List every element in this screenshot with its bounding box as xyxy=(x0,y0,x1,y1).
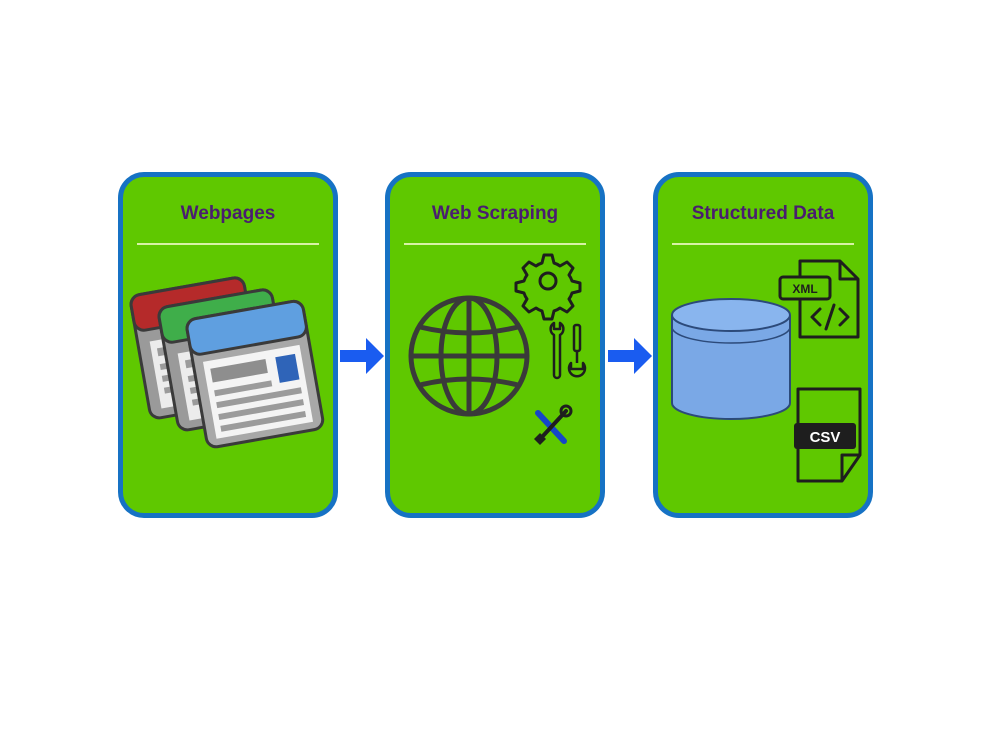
panel-title-structured-data: Structured Data xyxy=(691,203,835,224)
gear-icon xyxy=(514,253,582,321)
browser-windows-icon xyxy=(129,276,325,449)
database-icon xyxy=(671,298,791,420)
csv-label: CSV xyxy=(810,429,841,446)
xml-label: XML xyxy=(792,282,817,296)
title-divider xyxy=(137,243,319,245)
title-divider xyxy=(672,243,854,245)
wrench-icon xyxy=(549,321,587,380)
structured-data-panel: Structured Data XML CSV xyxy=(653,172,873,518)
webpages-panel: Webpages xyxy=(118,172,338,518)
panel-title-web-scraping: Web Scraping xyxy=(431,203,559,224)
globe-icon xyxy=(408,295,530,417)
wrench-screwdriver-icon xyxy=(534,404,573,445)
web-scraping-panel: Web Scraping xyxy=(385,172,605,518)
panel-title-webpages: Webpages xyxy=(180,203,276,224)
flow-arrow-1 xyxy=(340,338,384,374)
flow-arrow-2 xyxy=(608,338,652,374)
title-divider xyxy=(404,243,586,245)
csv-file-icon: CSV xyxy=(794,387,862,483)
xml-file-icon: XML xyxy=(778,259,860,339)
